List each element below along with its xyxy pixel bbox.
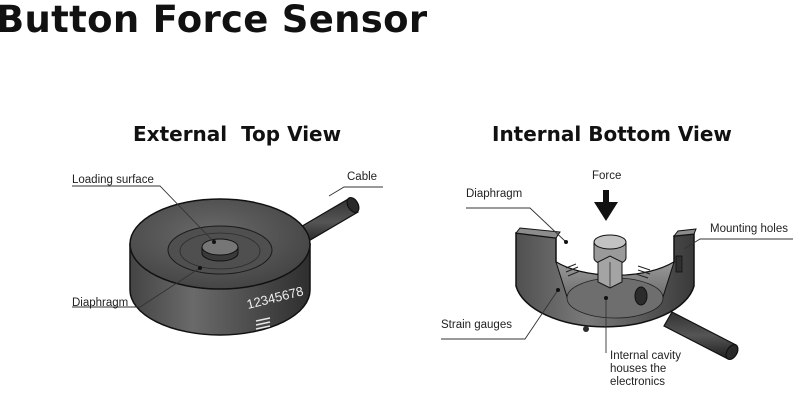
- external-view-heading: External Top View: [133, 122, 342, 146]
- label-cavity-line1: Internal cavity: [610, 350, 681, 362]
- internal-cable: [663, 311, 739, 360]
- external-leader-lines: [72, 185, 383, 308]
- label-force: Force: [592, 170, 622, 182]
- force-arrow-icon: [594, 190, 618, 221]
- label-diaphragm-internal: Diaphragm: [466, 188, 523, 200]
- label-strain-gauges: Strain gauges: [441, 319, 512, 331]
- page-title: Button Force Sensor: [0, 0, 428, 41]
- strain-gauges: [565, 263, 651, 279]
- small-hole: [583, 326, 589, 332]
- cable-gland: [634, 286, 648, 306]
- serial-bars: [255, 317, 271, 330]
- loading-post: [593, 234, 627, 289]
- loading-button: [201, 238, 239, 262]
- label-loading-surface: Loading surface: [72, 174, 154, 186]
- label-cavity-line3: electronics: [610, 376, 665, 388]
- internal-view-heading: Internal Bottom View: [492, 122, 732, 146]
- mounting-hole: [675, 255, 683, 273]
- label-diaphragm-external: Diaphragm: [72, 297, 129, 309]
- internal-leader-lines: [441, 207, 793, 353]
- label-mounting-holes: Mounting holes: [710, 223, 788, 235]
- label-cable: Cable: [347, 171, 378, 183]
- label-cavity-line2: houses the: [610, 363, 667, 375]
